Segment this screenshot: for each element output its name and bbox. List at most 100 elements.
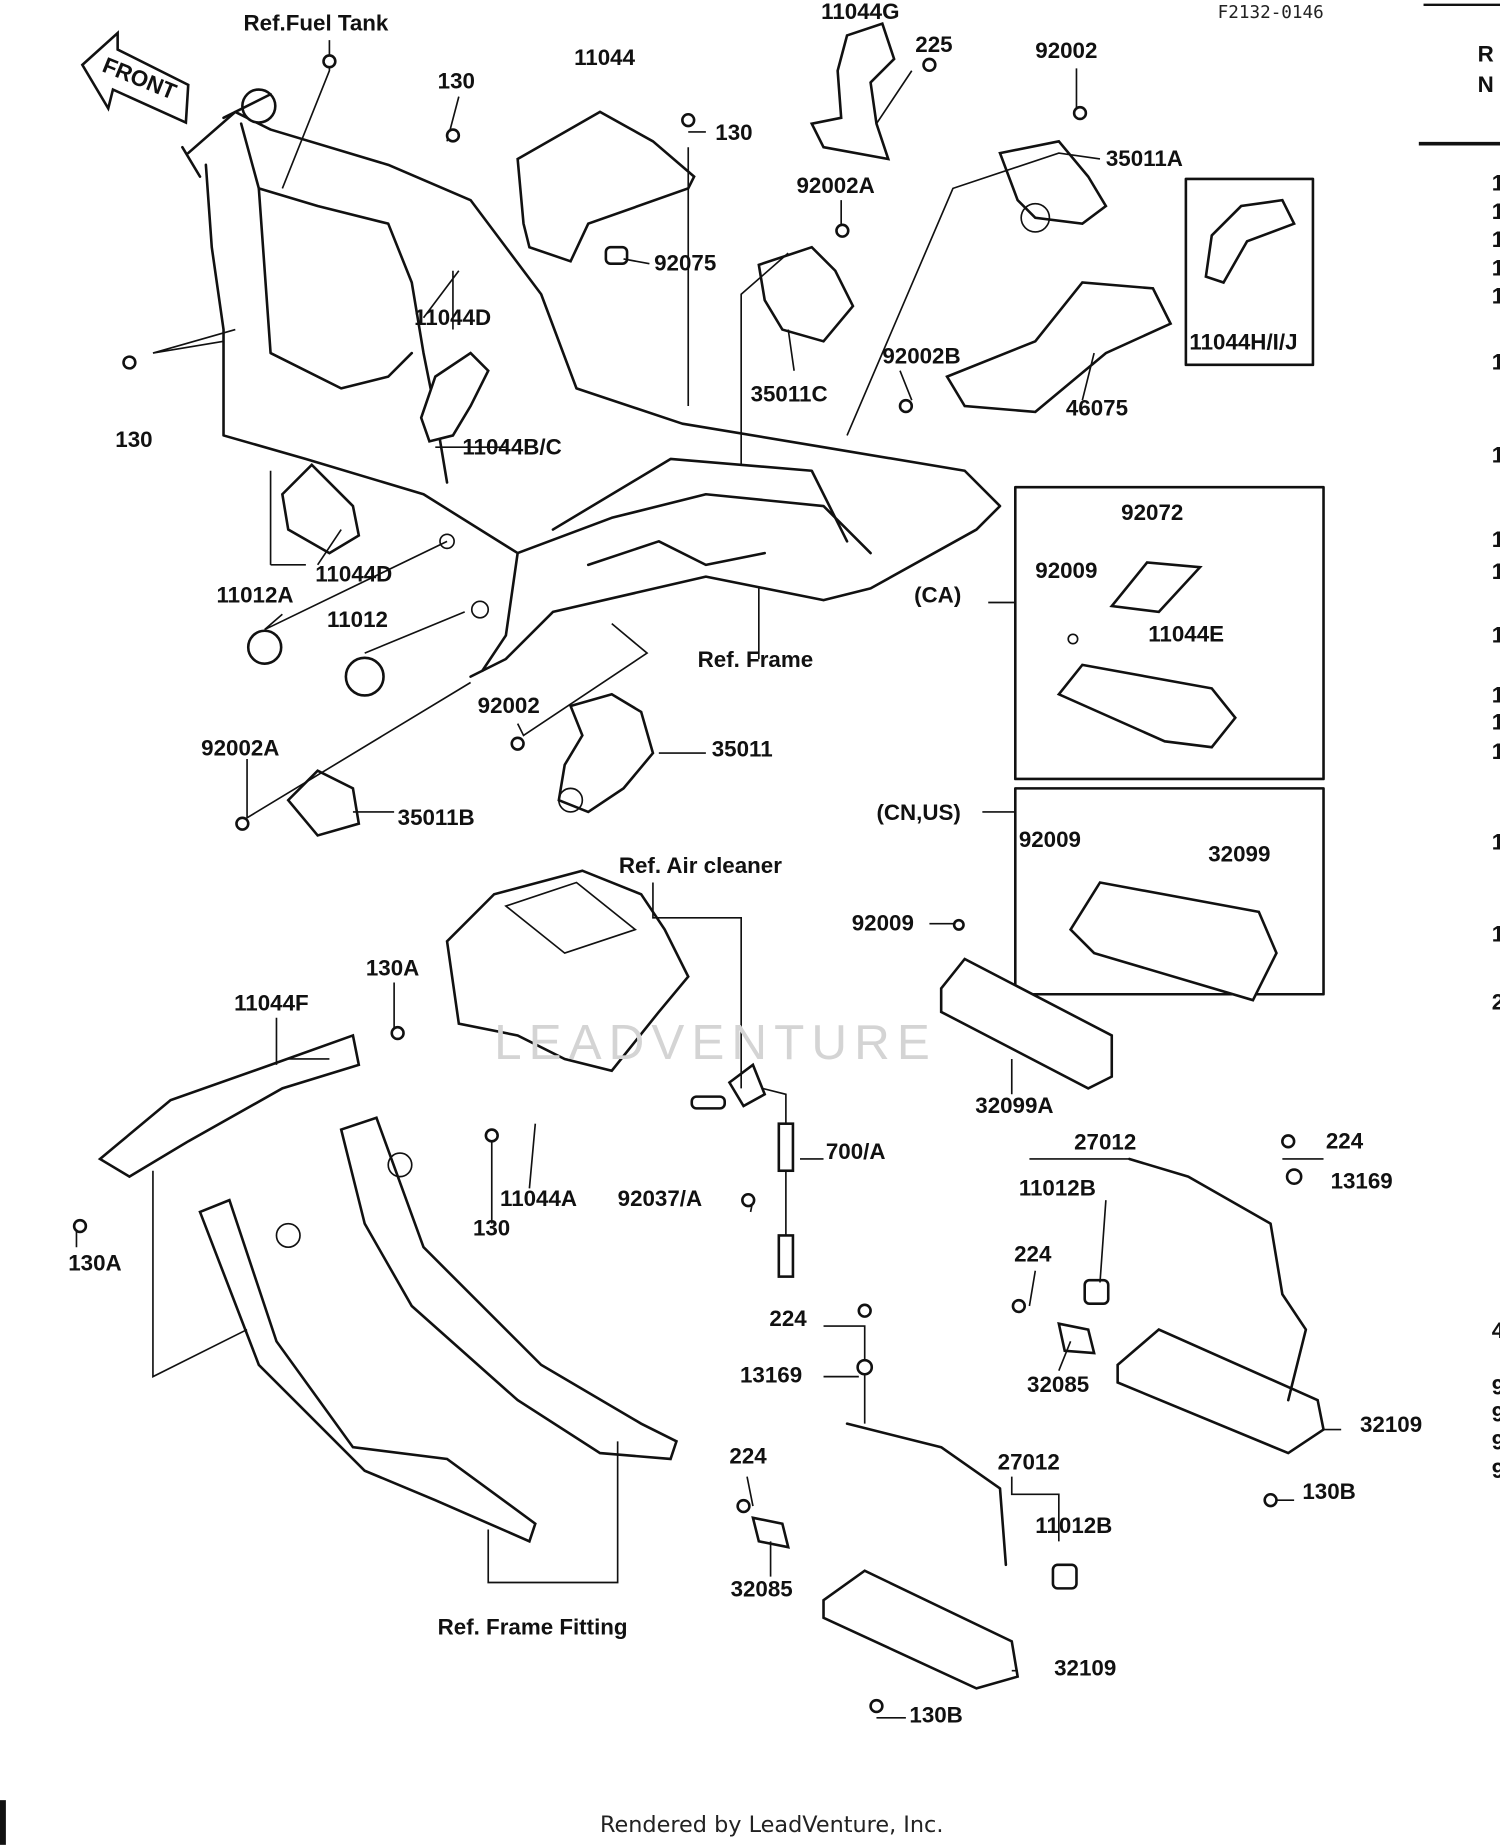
label-11012A: 11012A	[216, 583, 293, 608]
label-ref-fuel-tank: Ref.Fuel Tank	[244, 11, 389, 36]
label-27012: 27012	[1074, 1130, 1136, 1155]
air-cleaner	[445, 869, 795, 1278]
label-92037A: 92037/A	[618, 1186, 702, 1211]
label-11012: 11012	[327, 607, 388, 632]
label-11044HIJ: 11044H/I/J	[1189, 330, 1297, 355]
bracket-35011B	[286, 769, 361, 837]
text-label: 2	[1492, 990, 1500, 1015]
label-224: 224	[1014, 1241, 1052, 1266]
bracket-11044G	[809, 22, 896, 161]
text-label: 1	[1492, 350, 1500, 375]
label-13169: 13169	[740, 1363, 802, 1388]
text-label: 1	[1492, 171, 1500, 196]
text-label: N	[1478, 72, 1494, 97]
text-label: 1	[1492, 527, 1500, 552]
label-11012B: 11012B	[1035, 1513, 1112, 1538]
text-label: 1	[1492, 710, 1500, 735]
label-11044: 11044	[574, 45, 635, 70]
bracket-11044D	[280, 463, 361, 555]
label-11044F: 11044F	[234, 991, 309, 1016]
label-35011: 35011	[712, 737, 773, 762]
label-35011C: 35011C	[751, 381, 828, 406]
text-label: 1	[1492, 443, 1500, 468]
label-27012: 27012	[998, 1450, 1060, 1475]
text-label: 1	[1492, 559, 1500, 584]
bolt-icons	[72, 54, 1303, 1714]
label-130: 130	[438, 68, 475, 93]
bracket-11044BC	[419, 351, 490, 443]
box-11044HIJ	[1184, 177, 1315, 367]
label-92009: 92009	[852, 911, 914, 936]
label-32085: 32085	[731, 1577, 793, 1602]
label-11044D: 11044D	[315, 561, 392, 586]
label-32109: 32109	[1054, 1655, 1116, 1680]
label-130: 130	[715, 120, 752, 145]
leader-lines	[75, 40, 1342, 1719]
edge-mark	[0, 1800, 6, 1845]
grommet-11012	[344, 656, 385, 697]
label-11044D: 11044D	[414, 305, 491, 330]
label-130: 130	[115, 427, 152, 452]
part-labels: F2132-0146 Ref.Fuel Tank 11044G 225 9200…	[68, 0, 1422, 1728]
label-130A: 130A	[366, 955, 419, 980]
label-11044G: 11044G	[821, 0, 899, 24]
text-label: 1	[1492, 739, 1500, 764]
text-label: 1	[1492, 284, 1500, 309]
text-label: 9	[1492, 1458, 1500, 1483]
frame-fitting-left	[198, 1116, 679, 1544]
label-130: 130	[473, 1215, 510, 1240]
label-92002: 92002	[478, 693, 540, 718]
text-label: 9	[1492, 1374, 1500, 1399]
label-92002B: 92002B	[882, 344, 960, 369]
box-CA	[1014, 485, 1325, 781]
label-92002A: 92002A	[201, 735, 279, 760]
main-frame	[181, 88, 1002, 678]
text-label: 1	[1492, 623, 1500, 648]
grommet-11012A	[246, 629, 283, 665]
label-130B: 130B	[909, 1703, 962, 1728]
text-label: 1	[1492, 830, 1500, 855]
label-92002A: 92002A	[796, 173, 874, 198]
label-35011B: 35011B	[398, 805, 475, 830]
label-92072: 92072	[1121, 500, 1183, 525]
label-130B: 130B	[1302, 1479, 1355, 1504]
text-label: 1	[1492, 255, 1500, 280]
battery-32099A	[939, 957, 1114, 1090]
front-arrow-icon: FRONT	[80, 30, 190, 125]
text-label: 4	[1492, 1318, 1500, 1343]
label-11012B: 11012B	[1019, 1175, 1096, 1200]
label-92009: 92009	[1019, 827, 1081, 852]
label-224: 224	[1326, 1128, 1364, 1153]
label-130A: 130A	[68, 1251, 121, 1276]
label-11044A: 11044A	[500, 1186, 577, 1211]
label-92075: 92075	[654, 251, 716, 276]
diagram-code: F2132-0146	[1218, 3, 1324, 23]
label-CNUS: (CN,US)	[876, 800, 960, 825]
text-label: 1	[1492, 199, 1500, 224]
label-224: 224	[729, 1444, 767, 1469]
battery-tray-upper	[1057, 1157, 1325, 1455]
label-92009: 92009	[1035, 558, 1097, 583]
text-label: R	[1478, 41, 1494, 66]
bracket-35011A	[998, 139, 1108, 233]
label-32099: 32099	[1208, 841, 1270, 866]
label-ref-air-cleaner: Ref. Air cleaner	[619, 853, 782, 878]
frame-fitting-11044F	[97, 1033, 361, 1179]
label-700A: 700/A	[826, 1139, 886, 1164]
label-ref-frame: Ref. Frame	[698, 647, 813, 672]
bracket-11044	[516, 110, 696, 265]
label-11044E: 11044E	[1148, 621, 1224, 646]
text-label: 1	[1492, 227, 1500, 252]
bracket-46075	[945, 281, 1173, 414]
text-label: 1	[1492, 683, 1500, 708]
label-32109: 32109	[1360, 1412, 1422, 1437]
label-32085: 32085	[1027, 1372, 1089, 1397]
footer-credit: Rendered by LeadVenture, Inc.	[600, 1812, 943, 1838]
bracket-35011C	[757, 245, 855, 343]
box-CNUS	[1014, 787, 1325, 1002]
label-ref-frame-fitting: Ref. Frame Fitting	[438, 1614, 628, 1639]
label-CA: (CA)	[914, 583, 961, 608]
label-92002: 92002	[1035, 38, 1097, 63]
label-11044BC: 11044B/C	[462, 434, 561, 459]
